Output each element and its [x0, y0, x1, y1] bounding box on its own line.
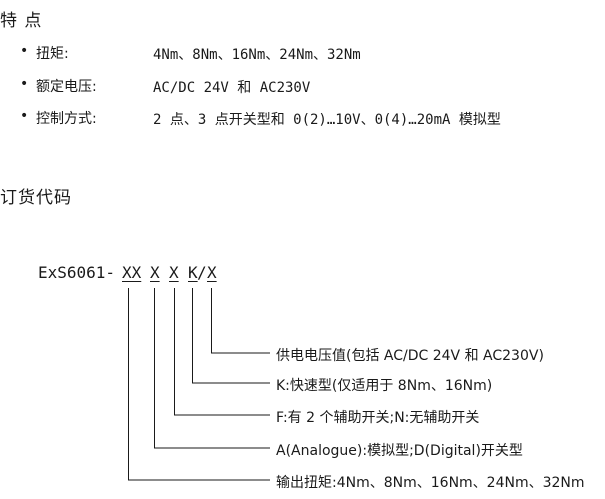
bullet: •: [20, 108, 29, 124]
feature-label-torque: 扭矩:: [36, 46, 69, 62]
bullet: •: [20, 43, 29, 59]
legend-voltage: 供电电压值(包括 AC/DC 24V 和 AC230V): [276, 348, 544, 364]
feature-value-torque: 4Nm、8Nm、16Nm、24Nm、32Nm: [153, 47, 361, 63]
code-prefix: ExS6061-: [38, 263, 116, 282]
feature-value-voltage: AC/DC 24V 和 AC230V: [153, 80, 311, 96]
leader-line-torque: [128, 288, 270, 481]
leader-line-signal: [154, 288, 270, 449]
feature-value-control: 2 点、3 点开关型和 0(2)…10V、0(4)…20mA 模拟型: [153, 112, 501, 128]
code-separator: /: [197, 263, 207, 282]
code-segment-torque: XX: [122, 263, 142, 282]
code-segment-aux-switch: X: [169, 263, 179, 282]
legend-fast: K:快速型(仅适用于 8Nm、16Nm): [276, 378, 493, 394]
code-segment-signal: X: [150, 263, 160, 282]
feature-label-control: 控制方式:: [36, 111, 97, 127]
leader-line-aux-switch: [174, 288, 270, 416]
leader-line-fast: [192, 288, 270, 384]
feature-label-voltage: 额定电压:: [36, 79, 97, 95]
order-title: 订货代码: [0, 188, 72, 208]
legend-torque: 输出扭矩:4Nm、8Nm、16Nm、24Nm、32Nm: [276, 475, 585, 491]
legend-signal: A(Analogue):模拟型;D(Digital)开关型: [276, 443, 523, 459]
leader-line-voltage: [211, 288, 270, 354]
bullet: •: [20, 76, 29, 92]
code-segment-voltage: X: [207, 263, 217, 282]
features-title: 特 点: [0, 11, 43, 31]
legend-aux-switch: F:有 2 个辅助开关;N:无辅助开关: [276, 410, 480, 426]
code-segment-fast: K: [188, 263, 198, 282]
